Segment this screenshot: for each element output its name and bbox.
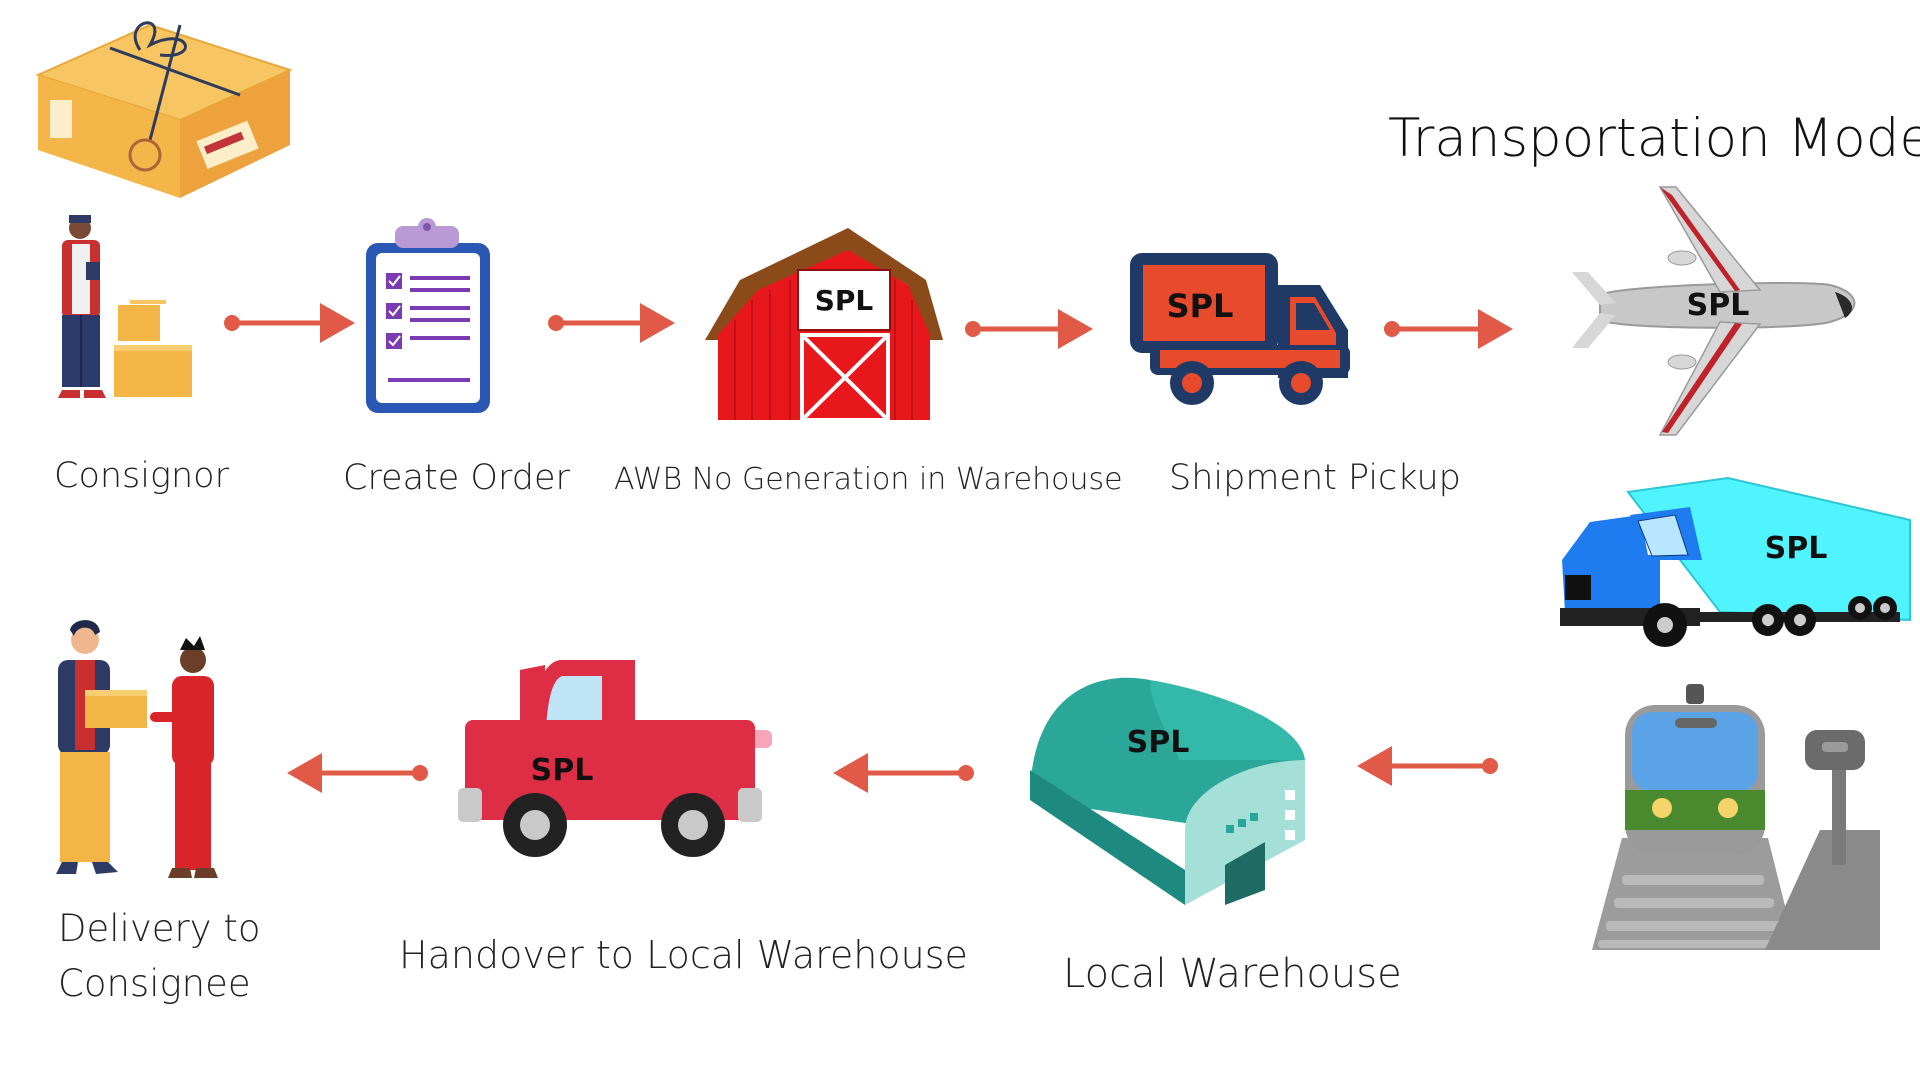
pickup-truck-icon: SPL — [458, 660, 772, 857]
label-shipment-pickup: Shipment Pickup — [1169, 458, 1461, 498]
local-warehouse-icon: SPL — [1030, 677, 1305, 905]
van-brand: SPL — [1167, 287, 1234, 325]
label-awb-generation: AWB No Generation in Warehouse — [614, 462, 1123, 497]
truck-brand: SPL — [1765, 531, 1828, 566]
delivery-handover-icon — [56, 620, 218, 878]
warehouse-brand: SPL — [1127, 725, 1190, 760]
consignor-person-icon — [58, 215, 192, 398]
label-local-warehouse: Local Warehouse — [1063, 951, 1402, 997]
parcel-box-icon — [35, 21, 293, 198]
plane-brand: SPL — [1687, 288, 1750, 323]
barn-warehouse-icon: SPL — [705, 228, 943, 422]
train-icon — [1592, 684, 1880, 950]
label-consignor: Consignor — [54, 456, 229, 496]
label-delivery-line1: Delivery to — [58, 907, 261, 950]
transportation-mode-heading: Transportation Mode — [1388, 108, 1920, 169]
barn-brand: SPL — [815, 284, 874, 317]
pickup-brand: SPL — [531, 753, 594, 788]
label-create-order: Create Order — [343, 458, 570, 498]
delivery-van-icon: SPL — [1130, 253, 1350, 405]
truck-icon: SPL — [1560, 476, 1911, 647]
plane-icon: SPL — [1572, 186, 1856, 436]
clipboard-icon — [366, 218, 490, 413]
label-handover: Handover to Local Warehouse — [399, 933, 968, 977]
label-delivery-line2: Consignee — [58, 962, 251, 1005]
